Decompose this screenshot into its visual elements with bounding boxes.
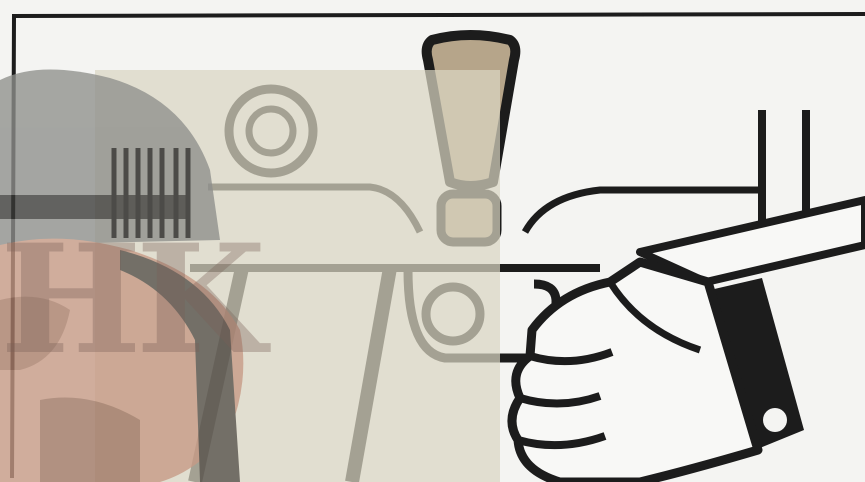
watermark-text: HK xyxy=(0,225,330,375)
